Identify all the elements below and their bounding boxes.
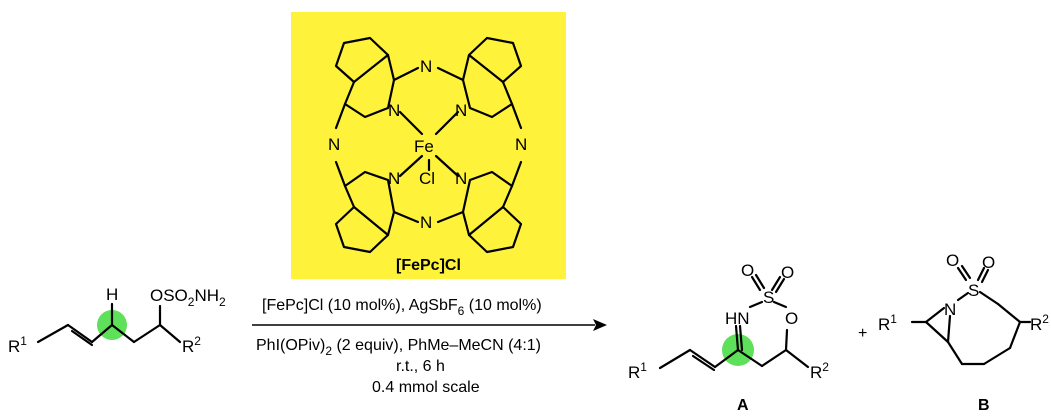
product-b-label: B (978, 397, 990, 414)
product-a-r1: R1 (628, 360, 647, 382)
product-b-nitrogen: N (944, 300, 956, 319)
pyrrole-nitrogen-top-right: N (455, 101, 467, 120)
product-b-sulfonyl-oxygen-right: O (982, 253, 995, 272)
pyrrole-nitrogen-top-left: N (388, 101, 400, 120)
pyrrole-nitrogen-bottom-left: N (388, 169, 400, 188)
product-a-structure: HN S O O O R1 R2 A (628, 261, 829, 414)
product-a-sulfonyl-oxygen-left: O (741, 261, 754, 280)
meso-nitrogen-right: N (515, 135, 527, 154)
conditions-line-4: 0.4 mmol scale (372, 379, 480, 396)
substrate-structure: H OSO2NH2 R1 R2 (8, 285, 226, 356)
iron-center: Fe (414, 137, 434, 156)
product-a-sulfonyl-oxygen-right: O (781, 263, 794, 282)
conditions-line-2: PhI(OPiv)2 (2 equiv), PhMe–MeCN (4:1) (256, 337, 541, 358)
catalyst-label: [FePc]Cl (396, 257, 461, 274)
axial-chloride: Cl (419, 169, 435, 188)
product-a-hn: HN (725, 309, 750, 328)
hydrogen-label: H (106, 285, 118, 304)
plus-sign: + (858, 325, 867, 342)
conditions-line-3: r.t., 6 h (396, 358, 445, 375)
phthalocyanine-bonds (334, 36, 523, 254)
product-b-structure: N S O O R1 R2 B (878, 251, 1049, 414)
meso-nitrogen-bottom: N (420, 213, 432, 232)
product-b-r2: R2 (1030, 312, 1049, 334)
pyrrole-nitrogen-bottom-right: N (455, 169, 467, 188)
meso-nitrogen-top: N (420, 57, 432, 76)
product-a-label: A (737, 397, 749, 414)
substrate-r1: R1 (8, 334, 27, 356)
product-b-sulfonyl-oxygen-left: O (946, 251, 959, 270)
meso-nitrogen-left: N (328, 135, 340, 154)
sulfamate-group: OSO2NH2 (150, 286, 226, 309)
product-a-r2: R2 (810, 360, 829, 382)
product-a-ring-oxygen: O (785, 309, 798, 328)
catalyst-structure: N N N N N Fe Cl N N N [FePc]Cl (291, 12, 566, 279)
substrate-r2: R2 (182, 334, 201, 356)
product-b-sulfur: S (968, 281, 979, 300)
reaction-arrow (252, 319, 607, 331)
product-a-sulfur: S (763, 288, 774, 307)
catalyst-highlight-box (291, 12, 566, 279)
conditions-line-1: [FePc]Cl (10 mol%), AgSbF6 (10 mol%) (262, 297, 542, 318)
product-b-r1: R1 (878, 312, 897, 334)
